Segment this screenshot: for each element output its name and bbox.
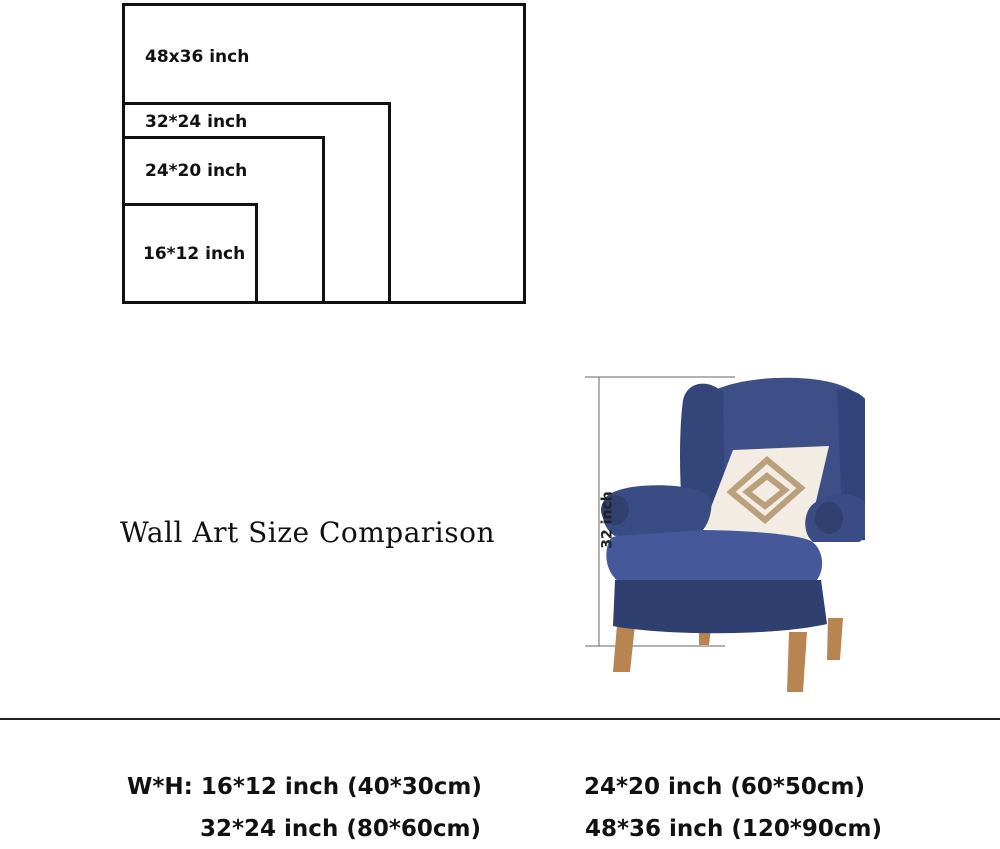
chair-left-wing [680, 383, 725, 520]
right-arm-roll [815, 502, 843, 534]
chair-left-arm [602, 485, 712, 536]
divider [0, 718, 1000, 720]
spec-16x12: W*H: 16*12 inch (40*30cm) [127, 774, 482, 800]
pillow [703, 446, 829, 540]
seat-cushion [606, 529, 823, 582]
size-label-16x12: 16*12 inch [143, 244, 246, 264]
left-arm-roll [601, 495, 629, 525]
size-box-16x12 [122, 203, 258, 304]
spec-32x24: 32*24 inch (80*60cm) [200, 816, 481, 842]
spec-24x20: 24*20 inch (60*50cm) [584, 774, 865, 800]
size-label-32x24: 32*24 inch [145, 112, 248, 132]
spec-48x36: 48*36 inch (120*90cm) [585, 816, 882, 842]
height-dimension-line [585, 376, 735, 647]
size-label-24x20: 24*20 inch [145, 161, 248, 181]
chair-base [613, 580, 827, 634]
size-label-48x36: 48x36 inch [145, 47, 250, 67]
armchair-illustration [585, 376, 865, 692]
page-title: Wall Art Size Comparison [120, 516, 496, 549]
chair-height-label: 32 inch [599, 491, 616, 549]
